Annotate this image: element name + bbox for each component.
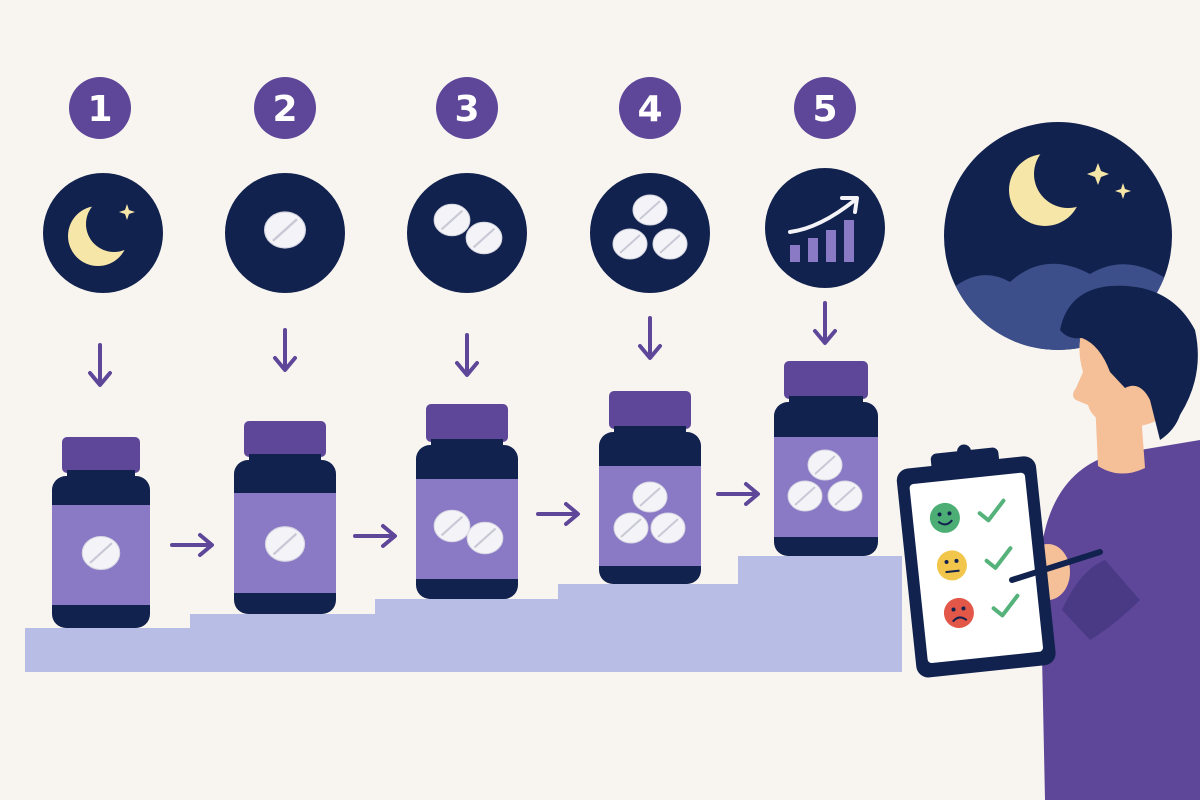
step-4-icon bbox=[590, 173, 710, 293]
pill-bottle-1 bbox=[52, 437, 150, 628]
down-arrow-5 bbox=[813, 301, 837, 345]
single-pill-icon bbox=[263, 210, 307, 250]
person-with-clipboard bbox=[1026, 285, 1200, 800]
step-1-number: 1 bbox=[87, 89, 112, 130]
rising-trend-chart-icon bbox=[788, 196, 859, 262]
down-arrow-4 bbox=[638, 316, 662, 360]
right-arrow-3-4 bbox=[536, 502, 580, 526]
checkmark-3 bbox=[991, 593, 1020, 618]
down-arrow-3 bbox=[455, 333, 479, 377]
sad-face-icon bbox=[943, 597, 974, 628]
pill-bottle-3 bbox=[416, 404, 518, 599]
step-3-icon bbox=[407, 173, 527, 293]
step-5-icon bbox=[765, 168, 885, 288]
neutral-face-icon bbox=[936, 550, 967, 581]
right-arrow-2-3 bbox=[353, 524, 397, 548]
pill-bottle-4 bbox=[599, 391, 701, 584]
checkmark-1 bbox=[977, 498, 1006, 523]
down-arrow-2 bbox=[273, 328, 297, 372]
moon-stars-icon bbox=[68, 196, 142, 266]
step-5-number: 5 bbox=[812, 89, 837, 130]
staircase bbox=[25, 556, 902, 672]
step-1-number-badge bbox=[69, 77, 131, 139]
step-2-icon bbox=[225, 173, 345, 293]
happy-face-icon bbox=[929, 502, 960, 533]
right-arrow-1-2 bbox=[170, 533, 214, 557]
step-3-number: 3 bbox=[454, 89, 479, 130]
checklist-clipboard bbox=[896, 444, 1056, 678]
step-4-number: 4 bbox=[637, 89, 662, 130]
step-2-number: 2 bbox=[272, 89, 297, 130]
pen-icon bbox=[1009, 549, 1103, 583]
right-arrow-4-5 bbox=[716, 482, 760, 506]
pill-bottle-5 bbox=[774, 361, 878, 556]
step-3-number-badge bbox=[436, 77, 498, 139]
checkmark-2 bbox=[984, 546, 1013, 570]
step-2-number-badge bbox=[254, 77, 316, 139]
down-arrow-1 bbox=[88, 343, 112, 387]
step-5-number-badge bbox=[794, 77, 856, 139]
step-4-number-badge bbox=[619, 77, 681, 139]
step-1-icon bbox=[43, 173, 163, 293]
step-numbers: 1 2 3 4 5 bbox=[69, 77, 856, 139]
pill-bottle-2 bbox=[234, 421, 336, 614]
